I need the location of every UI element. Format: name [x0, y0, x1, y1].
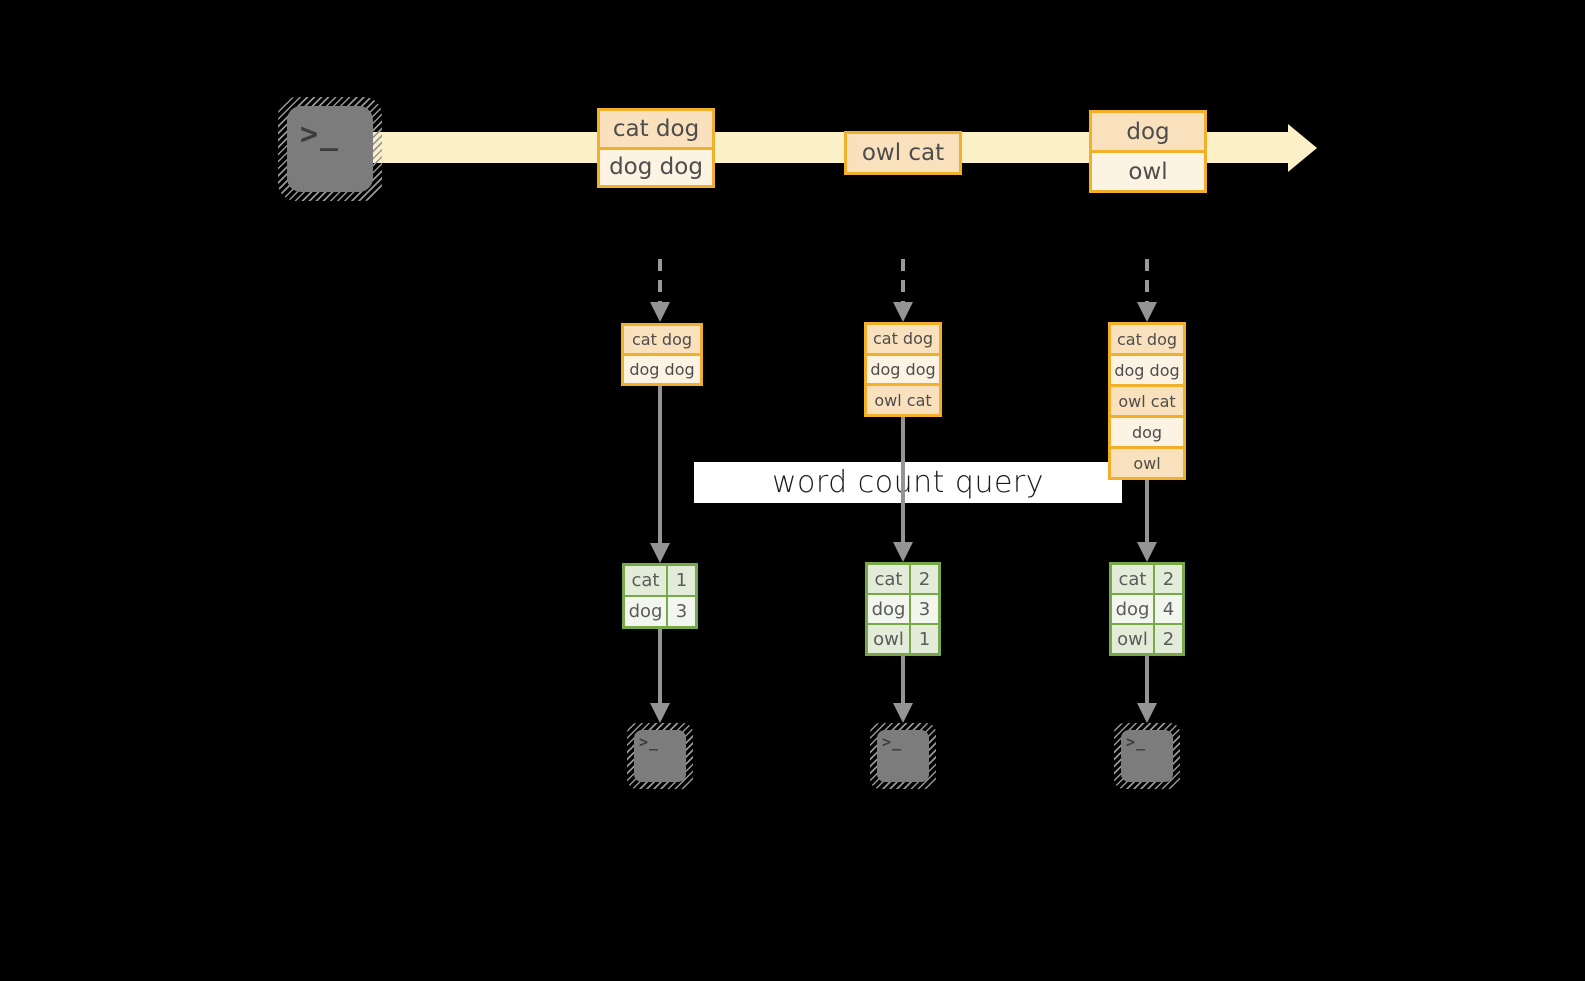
terminal-prompt-icon: >_ — [1126, 733, 1147, 751]
arrow-line — [1145, 480, 1149, 543]
stream-event-2: owl cat — [844, 131, 962, 175]
state-box-1: cat dog dog dog — [621, 323, 703, 386]
event-line: owl — [1092, 153, 1204, 190]
event-line: dog — [1092, 113, 1204, 150]
terminal-prompt-icon: >_ — [882, 733, 903, 751]
state-line: dog dog — [624, 356, 700, 383]
dashed-arrow-line — [1145, 259, 1149, 303]
dashed-arrow-line — [901, 259, 905, 303]
count-cell: 1 — [911, 625, 938, 653]
query-label: word count query — [771, 465, 1045, 500]
state-line: owl — [1111, 449, 1183, 477]
state-line: cat dog — [624, 326, 700, 353]
arrowhead-icon — [650, 302, 670, 322]
terminal-screen — [634, 730, 686, 782]
arrowhead-icon — [893, 703, 913, 723]
event-line: dog dog — [600, 149, 712, 185]
arrowhead-icon — [650, 543, 670, 563]
count-cell: 2 — [911, 565, 938, 593]
word-cell: cat — [1112, 565, 1153, 593]
arrowhead-icon — [1137, 703, 1157, 723]
terminal-screen — [287, 106, 373, 192]
stream-event-1: cat dog dog dog — [597, 108, 715, 188]
output-terminal-icon: >_ — [870, 723, 936, 789]
count-cell: 2 — [1155, 625, 1182, 653]
state-line: dog dog — [867, 355, 939, 384]
result-table-2: cat 2 dog 3 owl 1 — [865, 562, 941, 656]
terminal-screen — [1121, 730, 1173, 782]
state-box-3: cat dog dog dog owl cat dog owl — [1108, 322, 1186, 480]
arrowhead-icon — [650, 703, 670, 723]
state-line: dog — [1111, 418, 1183, 446]
count-cell: 4 — [1155, 595, 1182, 623]
state-line: dog dog — [1111, 356, 1183, 384]
word-cell: owl — [868, 625, 909, 653]
word-cell: dog — [1112, 595, 1153, 623]
word-cell: dog — [868, 595, 909, 623]
arrow-line — [658, 386, 662, 544]
word-cell: dog — [625, 597, 666, 626]
event-line: cat dog — [600, 111, 712, 147]
arrowhead-icon — [1137, 542, 1157, 562]
terminal-prompt-icon: >_ — [300, 117, 341, 152]
arrowhead-icon — [893, 542, 913, 562]
state-box-2: cat dog dog dog owl cat — [864, 322, 942, 417]
result-table-1: cat 1 dog 3 — [622, 563, 698, 629]
arrowhead-icon — [1137, 302, 1157, 322]
count-cell: 3 — [911, 595, 938, 623]
state-line: owl cat — [867, 386, 939, 415]
arrow-line — [901, 417, 905, 543]
stream-event-3: dog owl — [1089, 110, 1207, 193]
word-cell: owl — [1112, 625, 1153, 653]
event-line: owl cat — [847, 134, 959, 172]
producer-terminal-icon: >_ — [278, 97, 382, 201]
output-terminal-icon: >_ — [1114, 723, 1180, 789]
arrow-line — [901, 656, 905, 703]
query-label-band: word count query — [694, 462, 1122, 503]
arrowhead-icon — [893, 302, 913, 322]
arrow-line — [1145, 656, 1149, 703]
state-line: cat dog — [1111, 325, 1183, 353]
output-terminal-icon: >_ — [627, 723, 693, 789]
word-cell: cat — [868, 565, 909, 593]
stream-arrowhead-icon — [1288, 124, 1317, 172]
state-line: cat dog — [867, 325, 939, 353]
state-line: owl cat — [1111, 387, 1183, 415]
count-cell: 1 — [668, 566, 695, 595]
terminal-screen — [877, 730, 929, 782]
dashed-arrow-line — [658, 259, 662, 303]
word-cell: cat — [625, 566, 666, 595]
count-cell: 3 — [668, 597, 695, 626]
count-cell: 2 — [1155, 565, 1182, 593]
result-table-3: cat 2 dog 4 owl 2 — [1109, 562, 1185, 656]
arrow-line — [658, 629, 662, 703]
terminal-prompt-icon: >_ — [639, 733, 660, 751]
